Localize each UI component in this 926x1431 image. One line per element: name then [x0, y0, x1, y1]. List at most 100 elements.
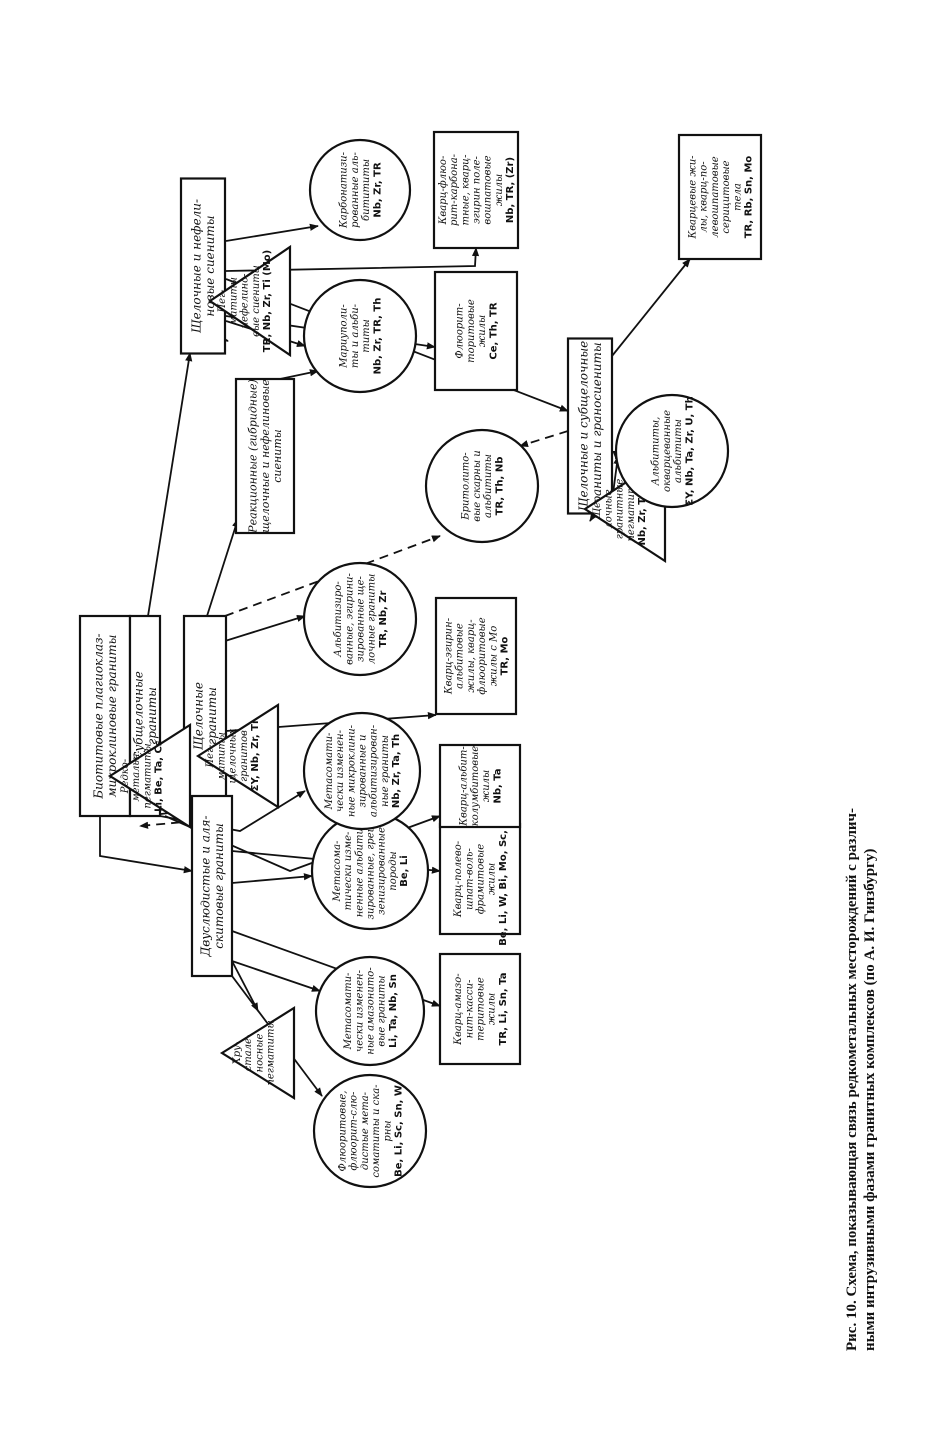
node-text-line: гранитные: [615, 479, 626, 540]
node-text-line: чески изменен-: [335, 729, 346, 812]
node-text-line: жилы: [494, 174, 505, 206]
node-text-line: колумбитовые: [470, 746, 481, 826]
node-frame: [179, 177, 227, 355]
node-text-line: шпат-воль-: [464, 848, 475, 910]
node-text-line: граниты и граносиениты: [590, 342, 604, 509]
node-text-line: титы: [361, 319, 372, 353]
node-c-fluorite: Флюоритовые,флюорит-слю-дистые мета-сома…: [312, 1073, 428, 1189]
node-elements: Nb, Zr, TR, Ti: [637, 472, 648, 545]
node-elements: Nb, Zr, TR, Th: [372, 298, 383, 375]
figure-caption: Рис. 10. Схема, показывающая связь редко…: [843, 91, 879, 1351]
node-text-line: лочные граниты: [367, 574, 378, 665]
arrow-twomica-to-c-greisen: [231, 873, 313, 884]
node-text-line: ненные альбити-: [354, 824, 365, 917]
node-text-line: вые граниты: [377, 975, 388, 1046]
node-frame: [438, 952, 522, 1066]
node-c-greisen: Метасома-тически изме-ненные альбити-зир…: [310, 811, 430, 931]
node-r-fluofeldspar: Кварц-флюо-рит-карбона-тные, кварц-эгири…: [432, 130, 520, 250]
node-text-line: альбитизирован-: [369, 724, 380, 817]
node-text-line: граниты: [145, 687, 159, 745]
node-text-line: Альбитизиро-: [333, 581, 344, 658]
node-text-line: Метасомати-: [324, 732, 335, 810]
arrow-alk-to-c-britholite: [224, 535, 441, 617]
node-text-line: ные граниты: [380, 735, 391, 807]
arrow-biotite-to-nephsyen: [147, 352, 193, 617]
node-text-line: чески изменен-: [354, 969, 365, 1052]
node-text-line: левошпатовые: [710, 156, 721, 237]
node-text-line: тные, кварц-: [460, 154, 471, 226]
node-text-line: Щелочные и нефели-: [189, 199, 203, 333]
node-text-line: Щелочные: [191, 682, 205, 750]
node-text-line: рит-карбона-: [449, 153, 460, 226]
node-text-line: Кварц-полево-: [453, 840, 464, 918]
node-elements: TR, Li, Sn, Ta: [498, 973, 509, 1046]
node-text-line: породы: [388, 851, 399, 890]
node-text-line: зированные и: [358, 735, 369, 808]
node-text-line: щелочных: [228, 728, 239, 783]
node-frame: [433, 270, 519, 392]
node-text-line: Альбититы,: [651, 417, 662, 487]
node-text-line: Флюорит-: [455, 303, 466, 359]
node-text-line: новые сиениты: [203, 215, 217, 316]
node-text-line: Кварц-эгирин-: [444, 617, 455, 695]
node-elements: Li, Ta, Nb, Sn: [388, 974, 399, 1048]
node-text-line: Метасома-: [332, 840, 343, 902]
node-text-line: флюоритовые: [477, 617, 488, 694]
node-text-line: альбитовые: [455, 623, 466, 689]
node-text-line: матиты: [216, 732, 227, 780]
node-text-line: Кварцевые жи-: [688, 155, 699, 240]
node-text-line: Бритолито-: [461, 452, 472, 521]
node-elements: Ce, Th, TR: [488, 302, 499, 359]
node-elements: Li, Be, Ta, Cs: [154, 740, 165, 812]
node-text-line: альбититы: [673, 419, 684, 483]
arrow-twomica-to-raremetpeg: [139, 820, 196, 829]
node-text-line: Мариуполи-: [339, 304, 350, 369]
node-triangle: [195, 702, 280, 810]
node-text-line: нефелино-: [240, 273, 251, 329]
node-frame: [190, 794, 234, 978]
node-text-line: микроклиновые граниты: [105, 635, 119, 798]
nodes-layer: Биотитовые плагиоклаз-микроклиновые гран…: [78, 130, 763, 1189]
node-text-line: теритовые: [476, 977, 487, 1041]
node-text-line: альбититы: [483, 454, 494, 518]
node-elements: TR, Nb, Zr: [378, 590, 389, 647]
node-frame: [434, 596, 518, 716]
node-c-amazonite: Метасомати-чески изменен-ные амазонито-в…: [314, 955, 426, 1067]
node-frame: [438, 743, 522, 829]
node-circle: [314, 955, 426, 1067]
node-text-line: пегматиты: [266, 1020, 277, 1085]
node-text-line: скитовые граниты: [212, 823, 226, 949]
node-elements: Be, Li, W, Bi, Mo, Sc, Sn: [498, 812, 509, 945]
node-text-line: дистые мета-: [360, 1091, 371, 1170]
node-circle: [424, 428, 540, 544]
node-text-line: жилы: [487, 993, 498, 1025]
node-text-line: ные амазонито-: [366, 967, 377, 1055]
node-text-line: зированные ще-: [356, 575, 367, 661]
node-elements: TR, Mo: [500, 636, 511, 675]
node-text-line: флюорит-слю-: [349, 1091, 360, 1170]
node-text-line: вые сиениты: [251, 265, 262, 337]
node-text-line: битититы: [361, 159, 372, 221]
node-circle: [312, 1073, 428, 1189]
caption-line-1: Рис. 10. Схема, показывающая связь редко…: [844, 808, 860, 1351]
node-text-line: вошпатовые: [483, 155, 494, 224]
node-text-line: гранитов: [239, 730, 250, 782]
node-text-line: щелочные и нефелиновые: [259, 379, 272, 533]
node-text-line: зенизированные: [377, 827, 388, 915]
node-text-line: пегматиты: [142, 743, 153, 808]
node-elements: Nb, Zr, Ta, Th: [391, 734, 402, 808]
node-biotite: Биотитовые плагиоклаз-микроклиновые гран…: [78, 614, 132, 818]
node-circle: [302, 711, 422, 831]
node-triangle: [219, 1006, 296, 1100]
node-text-line: Реакционные (гибридные): [247, 379, 260, 534]
node-text-line: Карбонатизи-: [339, 151, 350, 229]
